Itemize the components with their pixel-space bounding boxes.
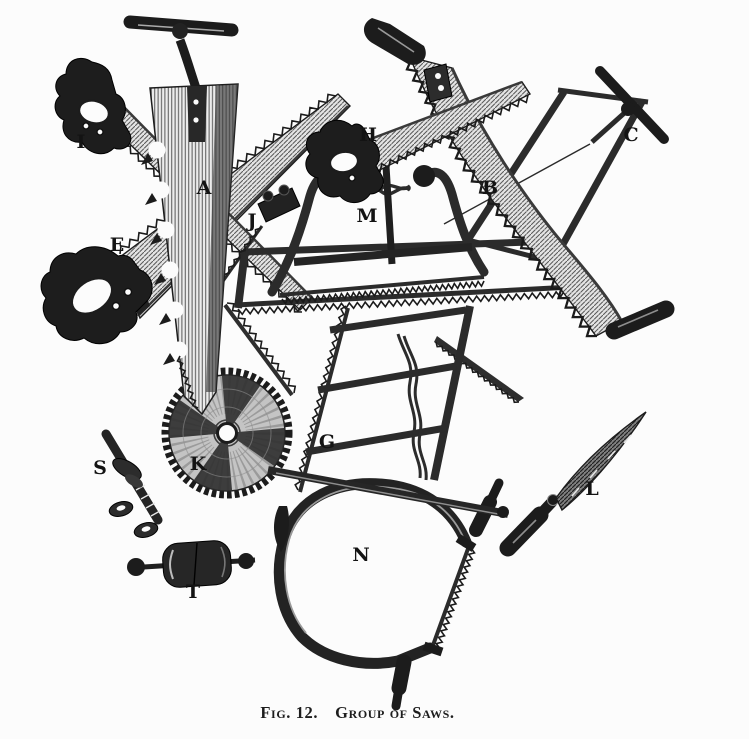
figure-title: Group of Saws. [335, 703, 455, 722]
label-g: G [319, 431, 335, 453]
pointed-handle [273, 506, 289, 552]
label-c: C [623, 124, 638, 146]
hand-saw-h [305, 80, 532, 203]
label-t: T [186, 581, 200, 603]
label-j: J [246, 210, 257, 232]
figure-caption: Fig. 12. Group of Saws. [0, 703, 749, 723]
handle-bracket [423, 63, 453, 103]
saw-clamp-t [127, 540, 256, 588]
figure-number: Fig. 12. [260, 703, 319, 722]
end-knob [238, 553, 254, 569]
frame-knob [413, 165, 435, 187]
label-n: N [352, 544, 369, 566]
bottom-grip [605, 300, 675, 340]
end-knob [127, 558, 145, 576]
label-a: A [196, 177, 212, 199]
toggle-stick [382, 165, 396, 265]
pad-saw-l [499, 411, 647, 557]
barrel [162, 540, 232, 588]
twisted-cord [396, 333, 422, 479]
label-b: B [482, 177, 498, 199]
stretcher [293, 243, 473, 266]
pit-saw-a [123, 15, 239, 416]
label-e: E [110, 234, 124, 256]
blade-clamp-j [195, 184, 301, 397]
buck-saw-g [294, 305, 474, 493]
pad-saw-blade [555, 411, 647, 512]
blade-teeth [161, 367, 293, 499]
label-s: S [93, 457, 107, 479]
label-k: K [190, 453, 208, 475]
stretcher-bar [267, 466, 509, 552]
bow-saw-n [273, 478, 504, 711]
label-i: I [77, 131, 86, 153]
label-h: H [359, 124, 377, 146]
letter-labels: I A E J H M B C G K S T N L [77, 124, 639, 603]
saw-arbor-s [101, 429, 163, 538]
arbor-hole [216, 422, 238, 444]
blade-strap [187, 86, 207, 142]
label-m: M [356, 205, 377, 227]
top-grip [363, 18, 426, 65]
label-l: L [585, 478, 598, 500]
